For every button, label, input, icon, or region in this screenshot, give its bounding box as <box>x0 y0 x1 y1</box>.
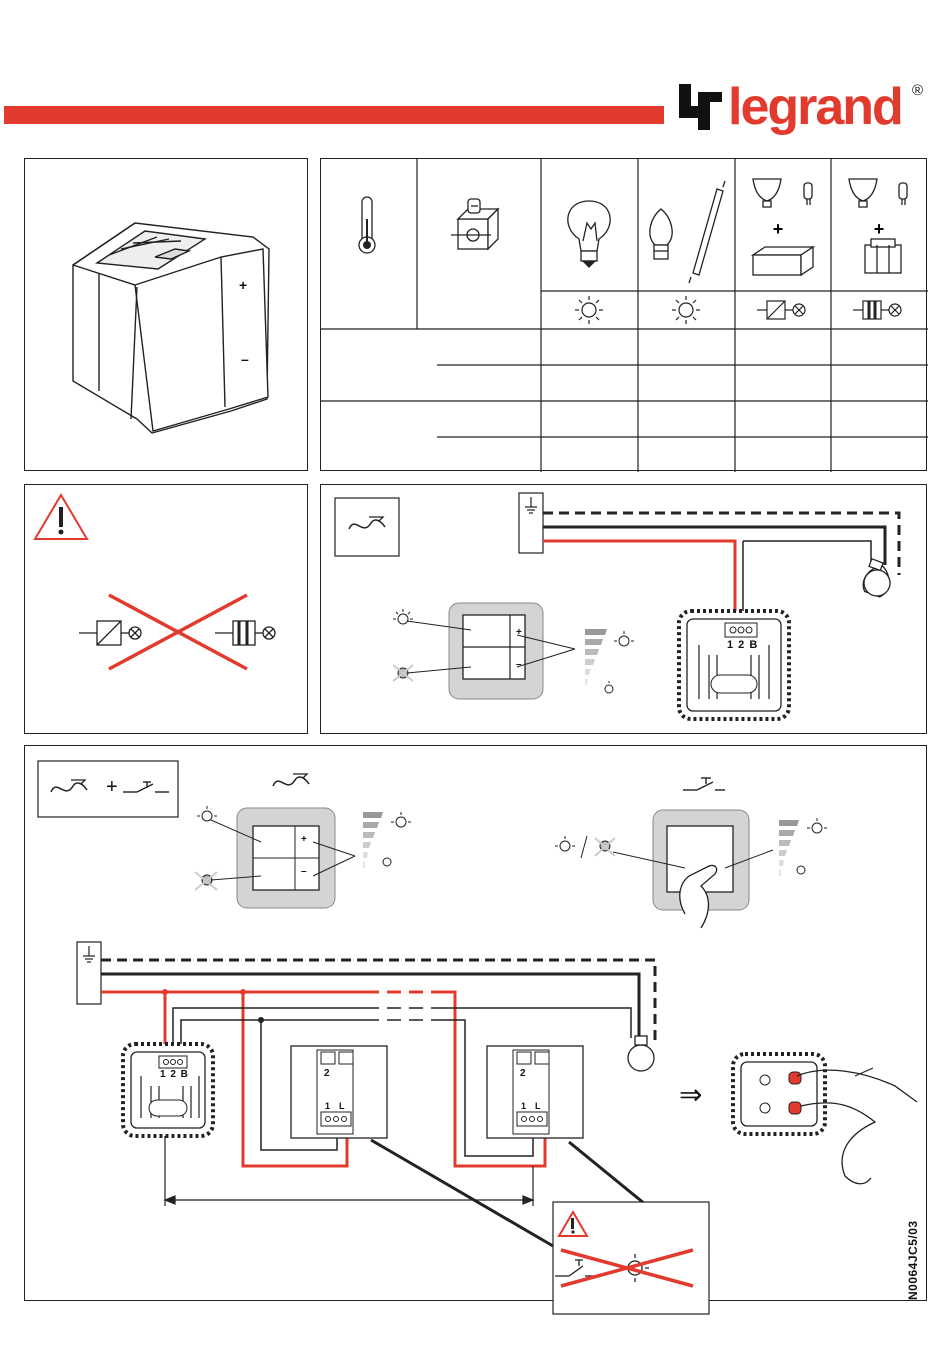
forbidden-transformer-loads <box>25 485 309 735</box>
pb2-terminal-l: L <box>535 1101 541 1111</box>
pushbutton-mechanism-1 <box>291 1046 387 1138</box>
mode-combiner-plus: + <box>106 776 118 799</box>
terminal-labels: 1 2 B <box>727 639 758 651</box>
legrand-mark-icon <box>676 78 726 136</box>
dimmer-module-drawing <box>25 159 309 472</box>
dimmer-minus-label: – <box>516 659 522 670</box>
brand-name: legrand <box>728 78 902 136</box>
minus-key-label: – <box>241 351 249 367</box>
load-table-panel: + + <box>320 158 927 471</box>
lamp-icon <box>860 559 894 599</box>
brand-logo: legrand ® <box>676 78 936 140</box>
document-reference: N0064JC5/03 <box>906 1220 920 1300</box>
pb2-terminal-2: 2 <box>520 1068 526 1079</box>
pb2-terminal-1: 1 <box>521 1101 526 1111</box>
product-panel: + – <box>24 158 308 471</box>
pb1-terminal-1: 1 <box>325 1101 330 1111</box>
pushbutton-mechanism-2 <box>487 1046 583 1138</box>
pushbutton-symbol-icon <box>683 778 725 790</box>
single-dimmer-wiring-panel: + – 1 2 B <box>320 484 927 734</box>
left-plate-plus: + <box>301 834 307 845</box>
multi-location-panel: + + – 1 2 B 2 1 L 2 1 L ⇒ <box>24 745 927 1301</box>
header-red-bar <box>4 106 664 124</box>
multi-location-wiring-diagram <box>25 746 928 1302</box>
dimmer-mechanism <box>679 611 789 719</box>
next-step-arrow: ⇒ <box>679 1078 702 1111</box>
warning-panel <box>24 484 308 734</box>
load-type-symbols <box>321 159 928 329</box>
dimmer-mechanism <box>123 1044 213 1136</box>
lamp-icon <box>628 1036 654 1071</box>
plus-key-label: + <box>239 277 247 293</box>
pb1-terminal-l: L <box>339 1101 345 1111</box>
registered-mark: ® <box>912 82 923 99</box>
dimmer-plus-label: + <box>516 627 522 638</box>
dimmer-config-illustration <box>733 1054 917 1184</box>
single-dimmer-wiring-diagram <box>321 485 928 735</box>
dimmer-terminal-labels: 1 2 B <box>160 1069 189 1080</box>
dimmer-symbol-icon <box>273 777 309 786</box>
left-plate-minus: – <box>301 866 307 877</box>
pb1-terminal-2: 2 <box>324 1068 330 1079</box>
